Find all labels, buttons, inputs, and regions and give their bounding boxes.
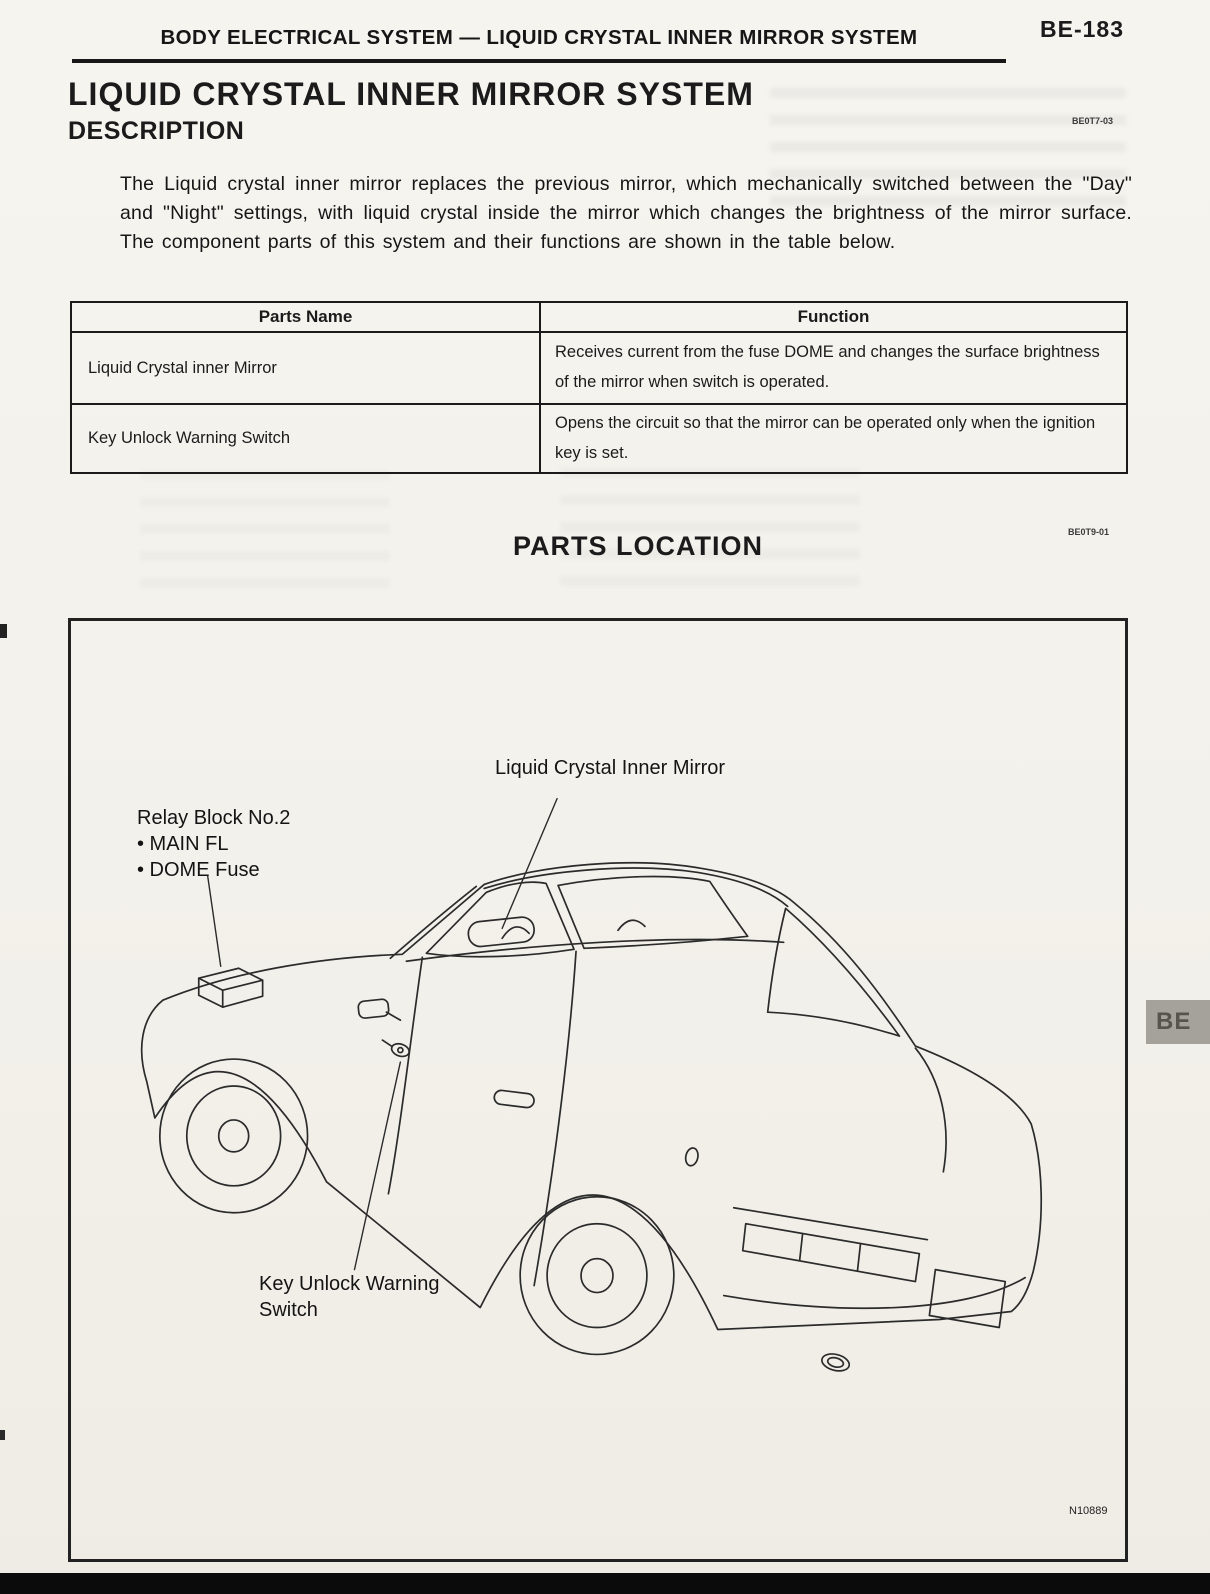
label-relay-item-dome-fuse: • DOME Fuse (137, 859, 260, 881)
doc-section-code: BE0T7-03 (1072, 116, 1114, 126)
doc-subtitle-description: DESCRIPTION (68, 117, 245, 145)
function-cell: Opens the circuit so that the mirror can… (539, 402, 1128, 475)
part-name-cell: Key Unlock Warning Switch (70, 402, 541, 475)
bleed-through-artifact (140, 470, 390, 590)
label-relay-item-main-fl: • MAIN FL (137, 833, 229, 855)
parts-function-table: Parts Name Function Liquid Crystal inner… (70, 301, 1128, 475)
label-key-unlock-warning-switch: Key Unlock Warning Switch (259, 1273, 440, 1321)
doc-title: LIQUID CRYSTAL INNER MIRROR SYSTEM (68, 76, 754, 112)
part-name-cell: Liquid Crystal inner Mirror (70, 331, 541, 405)
description-paragraph: The Liquid crystal inner mirror replaces… (120, 173, 1132, 253)
col-header-parts-name: Parts Name (70, 301, 541, 333)
page-header-title: BODY ELECTRICAL SYSTEM — LIQUID CRYSTAL … (72, 26, 1006, 63)
label-relay-block-title: Relay Block No.2 (137, 807, 291, 829)
parts-location-heading: PARTS LOCATION (513, 531, 763, 561)
parts-location-code: BE0T9-01 (1068, 527, 1110, 537)
label-liquid-crystal-inner-mirror: Liquid Crystal Inner Mirror (495, 757, 726, 779)
scan-edge-mark (0, 1430, 5, 1440)
side-tab-be: BE (1146, 1000, 1210, 1044)
table-row: Liquid Crystal inner Mirror Receives cur… (70, 331, 1128, 405)
figure-number: N10889 (1069, 1505, 1108, 1517)
car-line-art (140, 797, 1043, 1372)
col-header-function: Function (539, 301, 1128, 333)
parts-location-figure: Liquid Crystal Inner Mirror Relay Block … (68, 618, 1128, 1562)
table-row: Key Unlock Warning Switch Opens the circ… (70, 402, 1128, 475)
function-cell: Receives current from the fuse DOME and … (539, 331, 1128, 405)
bottom-scan-bar (0, 1573, 1210, 1594)
page-number: BE-183 (1040, 16, 1124, 42)
scan-edge-mark (0, 624, 7, 638)
label-relay-block: Relay Block No.2 • MAIN FL • DOME Fuse (137, 805, 290, 883)
